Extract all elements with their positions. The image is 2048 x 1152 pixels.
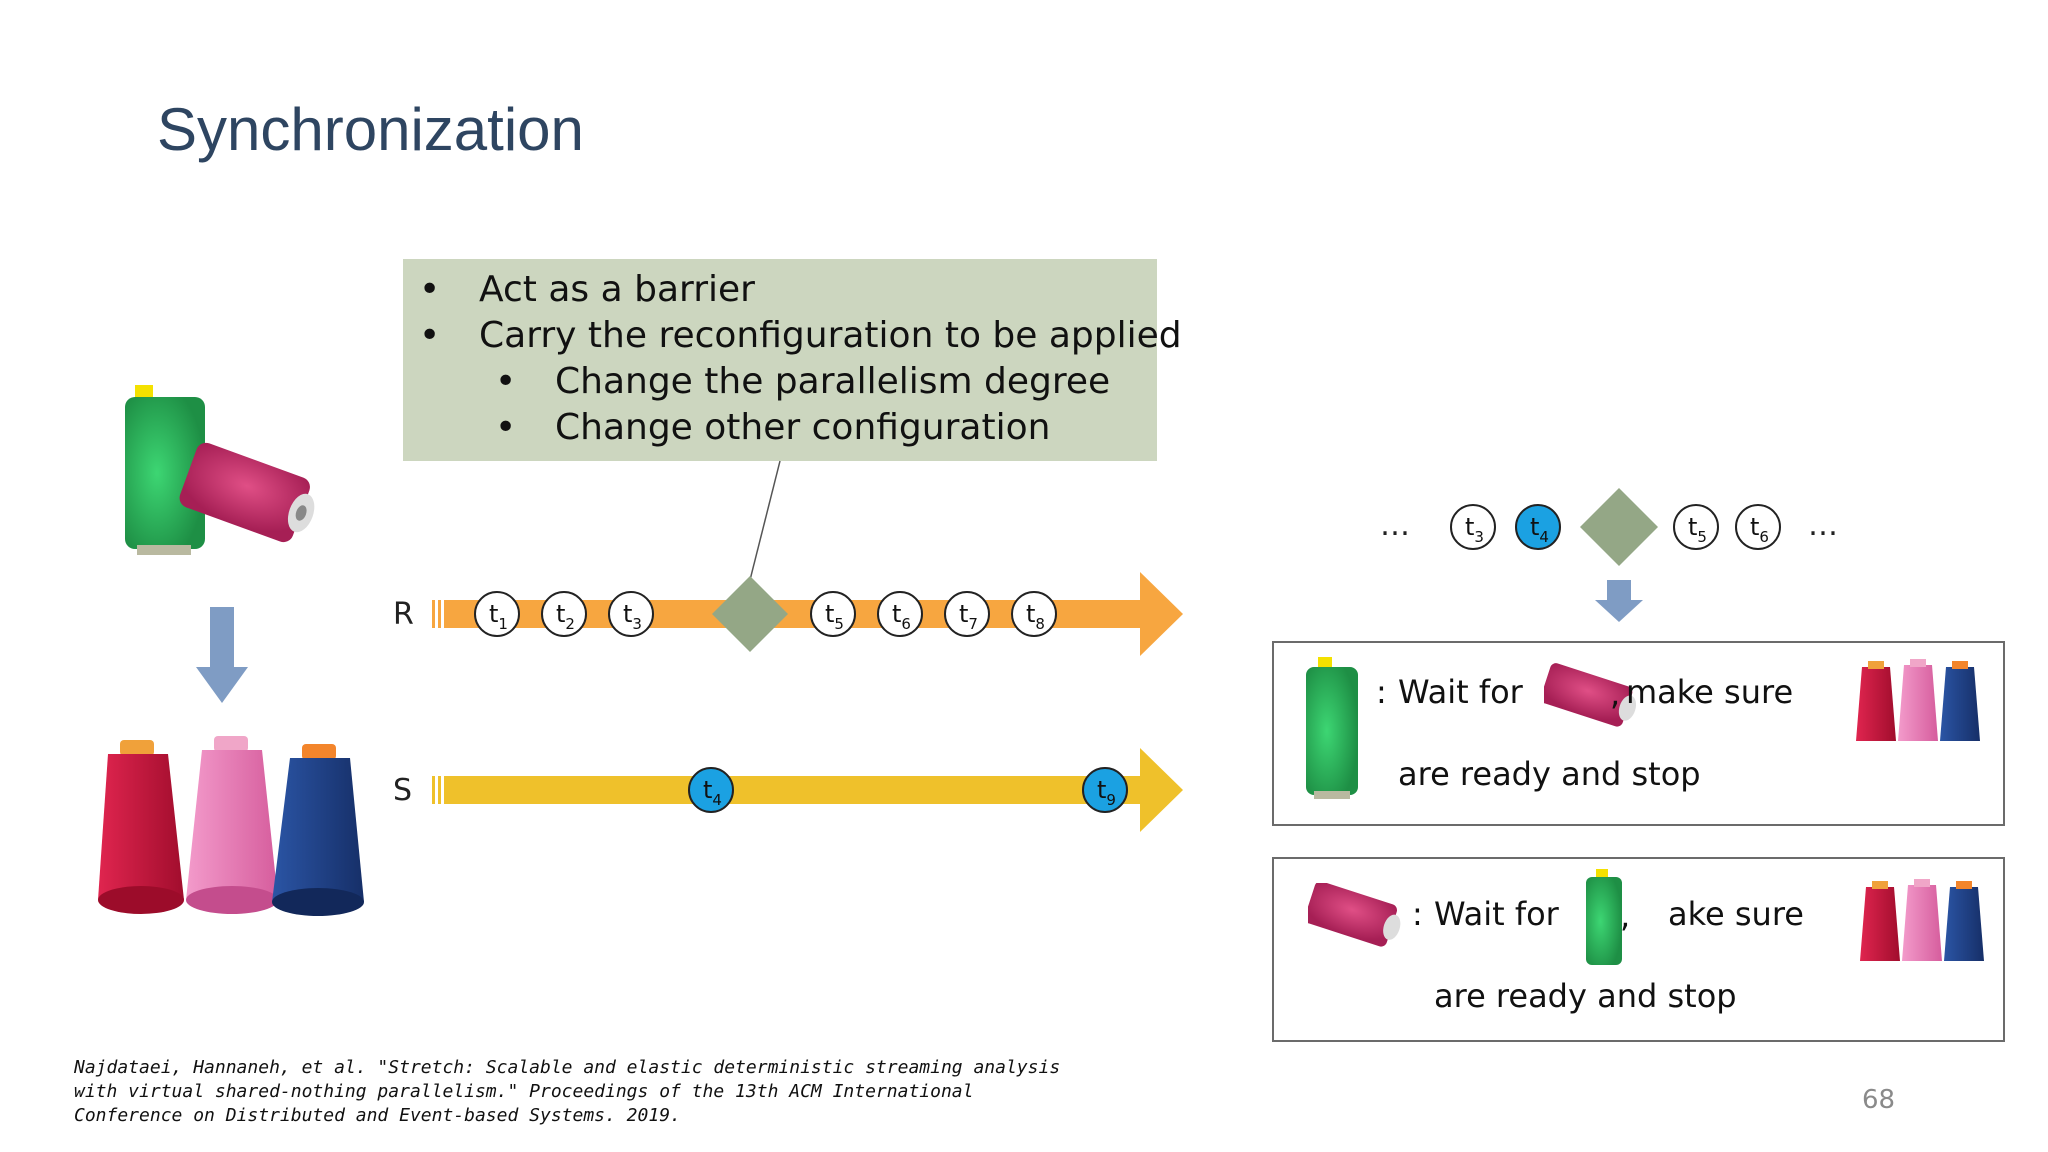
magenta-spool-icon bbox=[1544, 663, 1637, 727]
magenta-spool-icon bbox=[179, 442, 315, 543]
tuple-circle bbox=[1450, 504, 1496, 550]
card-colon: : bbox=[1376, 673, 1387, 711]
tuple-subscript: 8 bbox=[1035, 615, 1045, 633]
stream-s: S t4 t9 bbox=[393, 748, 1183, 832]
tuple-circle bbox=[1673, 504, 1719, 550]
stream-r: R t1 t2 t3 t5 t6 t7 t8 bbox=[393, 572, 1183, 656]
tuple-subscript: 2 bbox=[565, 615, 575, 633]
tuple-t6: t6 bbox=[1735, 504, 1781, 550]
green-spool-icon bbox=[125, 385, 205, 555]
citation-footnote: Najdataei, Hannaneh, et al. "Stretch: Sc… bbox=[74, 1057, 1061, 1126]
card-wait-text: Wait for bbox=[1398, 673, 1523, 711]
sync-card-1: : Wait for , make sure are ready and sto… bbox=[1272, 641, 2005, 826]
tuple-circle bbox=[810, 591, 856, 637]
tuple-subscript: 6 bbox=[901, 615, 911, 633]
bullet-dot: • bbox=[495, 361, 517, 402]
pink-spool-icon bbox=[186, 736, 278, 914]
tuple-circle bbox=[1011, 591, 1057, 637]
tuple-t2: t2 bbox=[541, 591, 587, 637]
tuple-circle bbox=[608, 591, 654, 637]
bullet-dot: • bbox=[419, 269, 441, 310]
green-spool-icon bbox=[1306, 657, 1358, 799]
merged-barrier-marker bbox=[1580, 488, 1658, 566]
spool-pair-icon bbox=[125, 385, 315, 555]
card-comma: , bbox=[1620, 897, 1631, 935]
tuple-subscript: 4 bbox=[712, 791, 722, 809]
tuple-t5: t5 bbox=[810, 591, 856, 637]
tuple-subscript: 5 bbox=[834, 615, 844, 633]
tuple-t3: t3 bbox=[608, 591, 654, 637]
slide-title: Synchronization bbox=[157, 96, 584, 163]
bullet-text: Change other configuration bbox=[555, 407, 1051, 448]
navy-spool-icon bbox=[272, 744, 364, 916]
green-spool-icon bbox=[1586, 869, 1622, 965]
tuple-t9: t9 bbox=[1082, 767, 1128, 813]
trailing-ellipsis: … bbox=[1808, 508, 1838, 543]
card-second-line: are ready and stop bbox=[1434, 977, 1737, 1015]
tuple-circle bbox=[688, 767, 734, 813]
tuple-circle bbox=[944, 591, 990, 637]
tuple-t8: t8 bbox=[1011, 591, 1057, 637]
card-colon: : bbox=[1412, 895, 1423, 933]
stream-s-label: S bbox=[393, 773, 412, 808]
bullet-text: Act as a barrier bbox=[479, 269, 755, 310]
bullet-text: Change the parallelism degree bbox=[555, 361, 1111, 402]
three-spools-icon bbox=[1860, 879, 1984, 961]
bullet-dot: • bbox=[419, 315, 441, 356]
magenta-spool-icon bbox=[1308, 883, 1401, 947]
card-make-sure-text: ake sure bbox=[1668, 895, 1804, 933]
tuple-circle bbox=[541, 591, 587, 637]
leading-ellipsis: … bbox=[1380, 508, 1410, 543]
merged-sequence: … t3 t4 t5 t6 … bbox=[1380, 488, 1838, 566]
sync-card-2: : Wait for , ake sure are ready and stop bbox=[1272, 857, 2005, 1042]
card-make-sure-text: make sure bbox=[1626, 673, 1794, 711]
callout-pointer-line bbox=[749, 460, 781, 581]
three-spools-icon bbox=[1856, 659, 1980, 741]
tuple-circle bbox=[1082, 767, 1128, 813]
tuple-t4: t4 bbox=[688, 767, 734, 813]
tuple-t3: t3 bbox=[1450, 504, 1496, 550]
barrier-callout: • Act as a barrier • Carry the reconfigu… bbox=[403, 259, 1182, 461]
stream-r-label: R bbox=[393, 597, 414, 632]
card-comma: , bbox=[1610, 675, 1621, 713]
left-down-arrow-icon bbox=[196, 607, 248, 703]
tuple-circle bbox=[877, 591, 923, 637]
stream-r-barrier-marker bbox=[712, 576, 788, 652]
tuple-subscript: 3 bbox=[632, 615, 642, 633]
right-down-arrow-icon bbox=[1595, 580, 1643, 622]
tuple-t4: t4 bbox=[1515, 504, 1561, 550]
tuple-circle bbox=[1515, 504, 1561, 550]
tuple-t5: t5 bbox=[1673, 504, 1719, 550]
stream-r-tuples: t1 t2 t3 t5 t6 t7 t8 bbox=[474, 591, 1057, 637]
tuple-circle bbox=[1735, 504, 1781, 550]
tuple-subscript: 3 bbox=[1474, 528, 1484, 546]
stream-s-arrow bbox=[432, 748, 1183, 832]
card-wait-text: Wait for bbox=[1434, 895, 1559, 933]
page-number: 68 bbox=[1862, 1085, 1896, 1115]
tuple-t7: t7 bbox=[944, 591, 990, 637]
tuple-subscript: 9 bbox=[1106, 791, 1116, 809]
tuple-subscript: 7 bbox=[968, 615, 978, 633]
tuple-subscript: 6 bbox=[1759, 528, 1769, 546]
three-spools-icon bbox=[98, 736, 364, 916]
tuple-circle bbox=[474, 591, 520, 637]
tuple-t6: t6 bbox=[877, 591, 923, 637]
tuple-subscript: 5 bbox=[1697, 528, 1707, 546]
red-spool-icon bbox=[98, 740, 184, 914]
card-second-line: are ready and stop bbox=[1398, 755, 1701, 793]
stream-s-tuples: t4 t9 bbox=[688, 767, 1128, 813]
merged-tuples: t3 t4 t5 t6 bbox=[1450, 504, 1781, 550]
tuple-subscript: 4 bbox=[1539, 528, 1549, 546]
bullet-dot: • bbox=[495, 407, 517, 448]
tuple-t1: t1 bbox=[474, 591, 520, 637]
tuple-subscript: 1 bbox=[498, 615, 508, 633]
bullet-text: Carry the reconfiguration to be applied bbox=[479, 315, 1182, 356]
